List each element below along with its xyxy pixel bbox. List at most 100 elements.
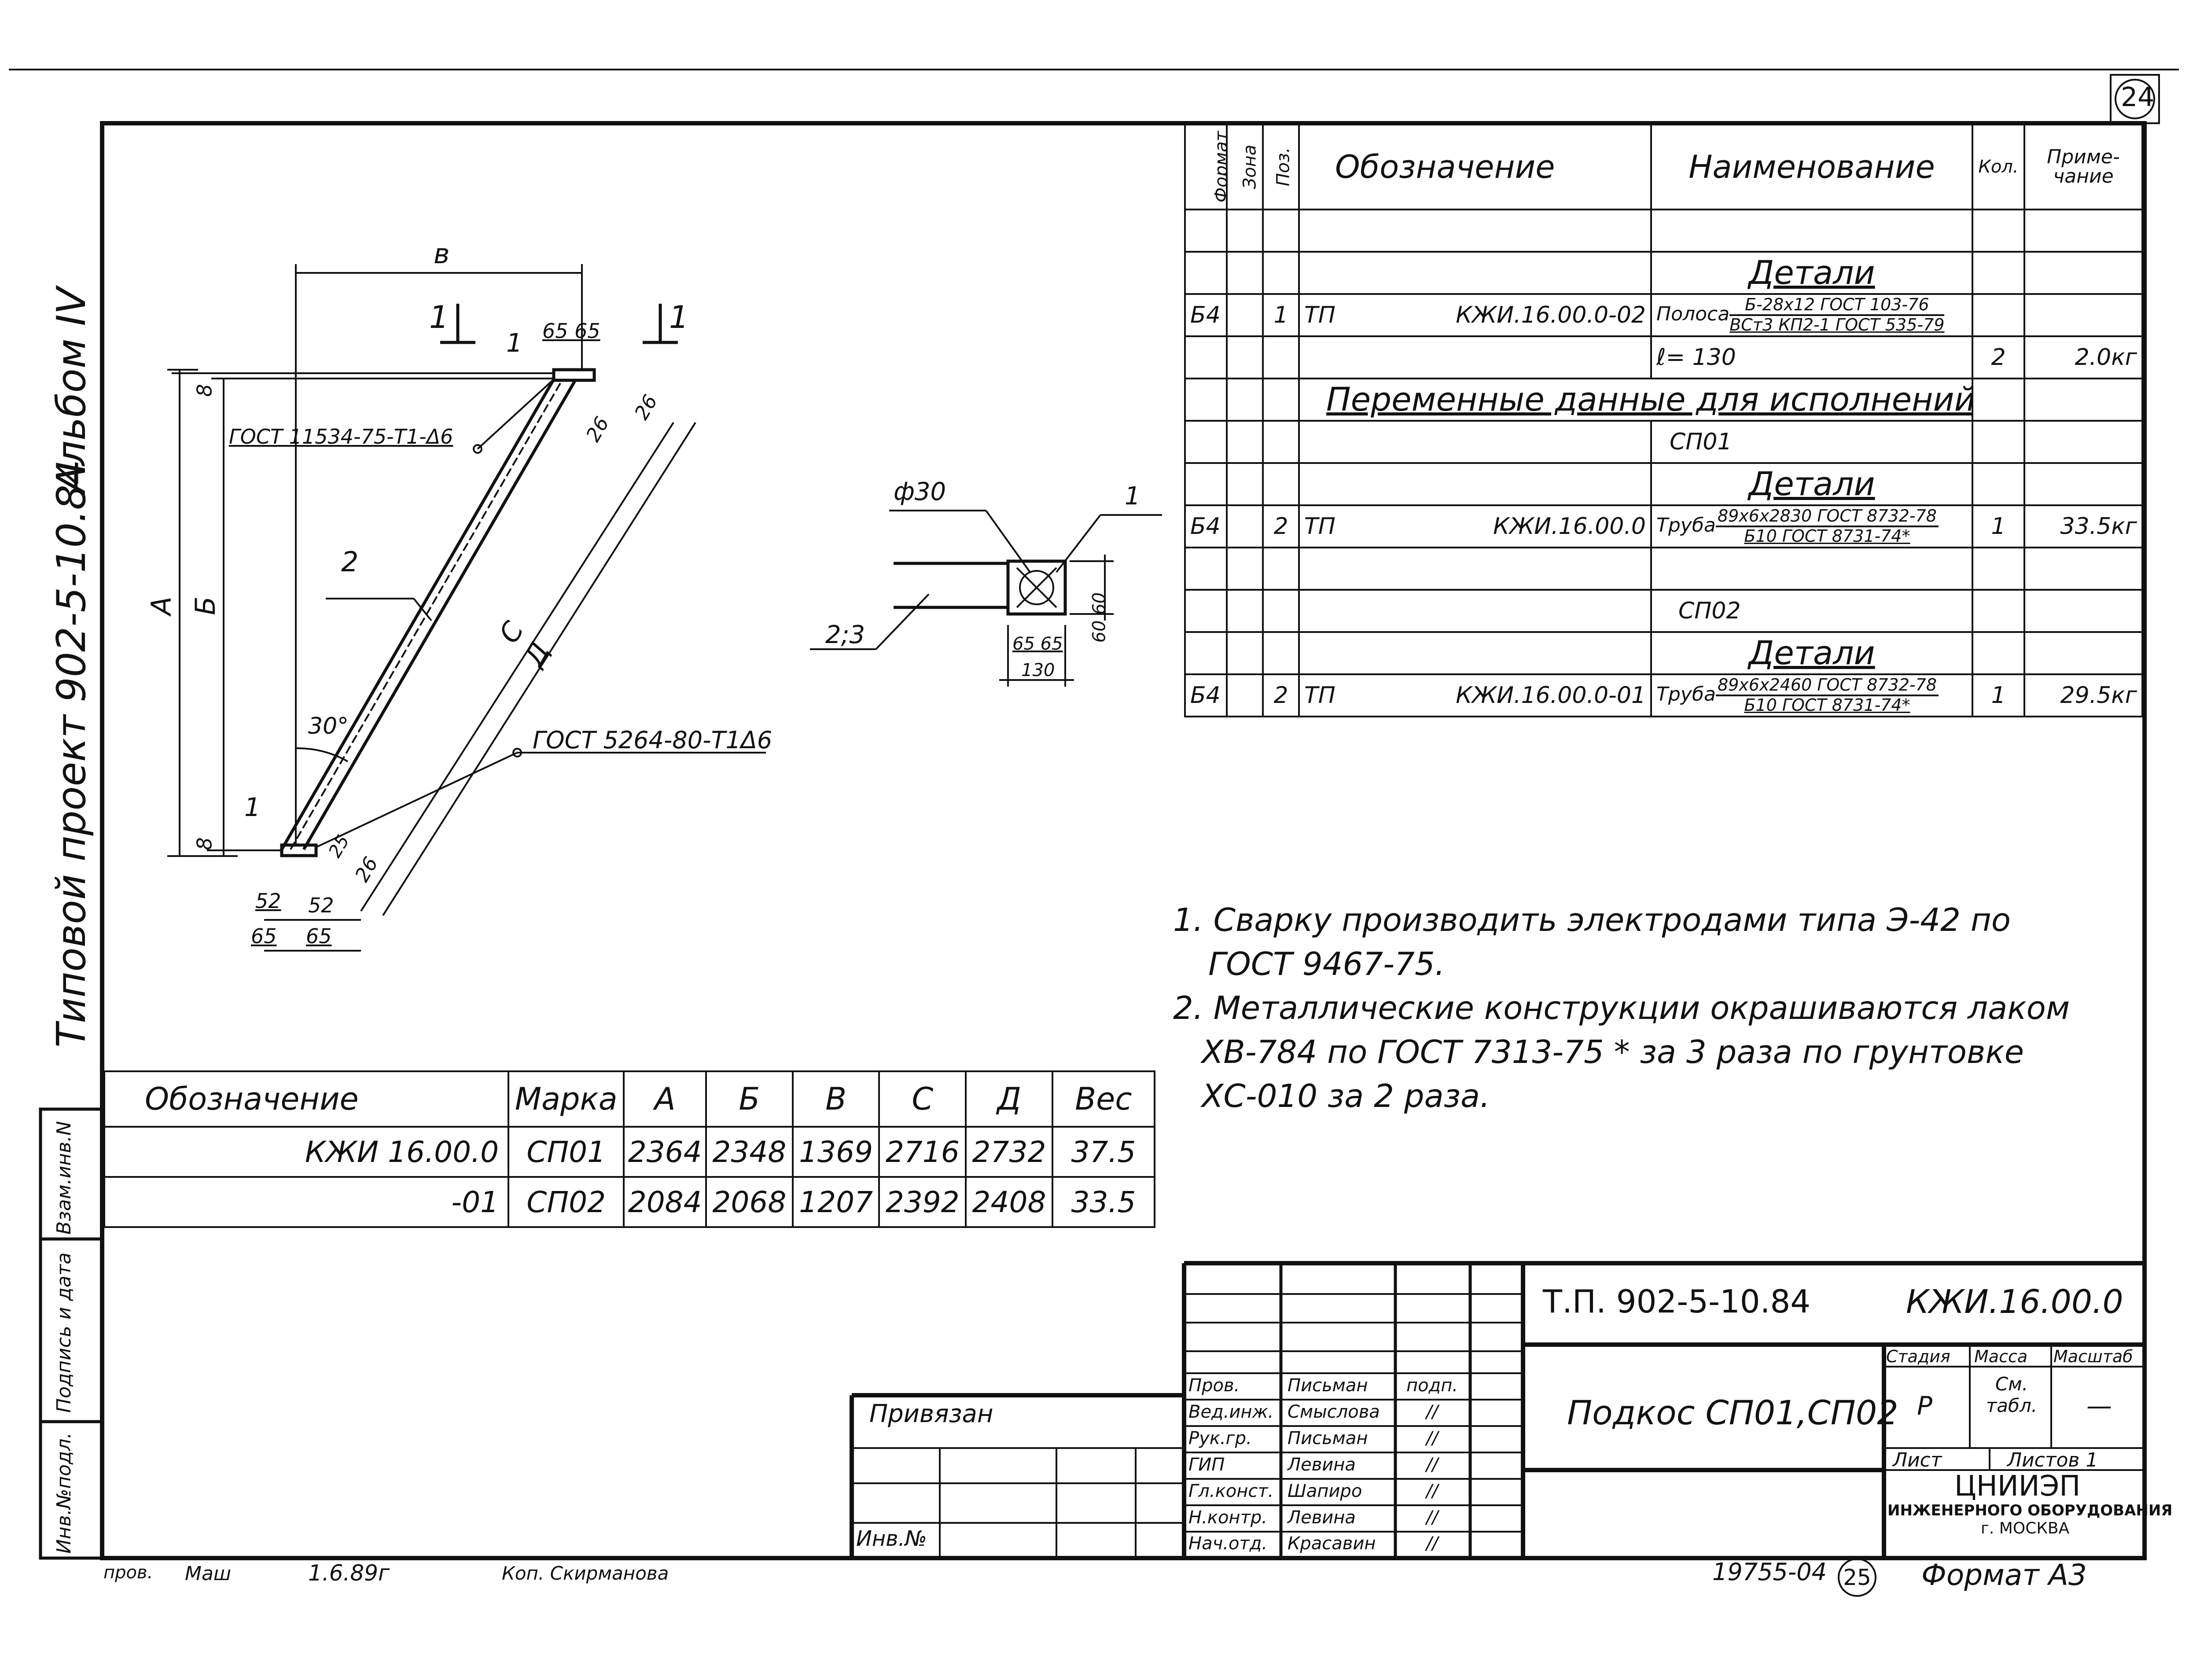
weld-bottom-label: ГОСТ 5264-80-Т1Δ6	[533, 726, 773, 754]
signer-sign-5: //	[1426, 1507, 1438, 1528]
dim-8-bottom: 8	[192, 837, 217, 850]
signer-name-3: Левина	[1288, 1455, 1356, 1475]
sheets-label: Листов 1	[2007, 1449, 2098, 1471]
note-2c: ХС-010 за 2 раза.	[1202, 1077, 1490, 1114]
note-2a: 2. Металлические конструкции окрашиваютс…	[1173, 989, 2070, 1026]
marks-header-b: Б	[705, 1070, 794, 1128]
footer-date: 1.6.89г	[308, 1560, 390, 1586]
signer-sign-6: //	[1426, 1533, 1438, 1554]
section-label-left: 1	[429, 299, 449, 335]
specification-table: Формат Зона Поз. Обозначение Наименовани…	[1184, 123, 2143, 717]
signer-role-2: Рук.гр.	[1188, 1428, 1252, 1448]
dim-65-b: 65	[306, 924, 332, 948]
signer-sign-1: //	[1426, 1402, 1438, 1422]
spec-header-name: Наименование	[1650, 123, 1973, 210]
note-1b: ГОСТ 9467-75.	[1208, 945, 1445, 982]
spec-header-row: Формат Зона Поз. Обозначение Наименовани…	[1184, 123, 2143, 210]
spec-section-sp02: СП02	[1184, 589, 2143, 633]
signer-name-2: Письман	[1288, 1428, 1368, 1448]
footer-archive: 19755-04	[1712, 1558, 1827, 1586]
signer-sign-4: //	[1426, 1481, 1438, 1501]
footer-format: Формат А3	[1921, 1558, 2087, 1592]
pos2-label: 2	[341, 546, 359, 578]
section-label-right: 1	[669, 299, 689, 335]
footer-sign: Маш	[185, 1562, 232, 1585]
dim-52-b: 52	[308, 893, 334, 917]
sheet-number-box	[2110, 74, 2160, 124]
signer-name-4: Шапиро	[1288, 1481, 1362, 1501]
marks-header-c: С	[878, 1070, 967, 1128]
spec-header-note: Приме-чание	[2023, 123, 2143, 210]
drawing-title: Подкос СП01,СП02	[1567, 1393, 1898, 1432]
spec-section-details-3: Детали	[1184, 631, 2143, 675]
sheet-label: Лист	[1893, 1449, 1942, 1471]
marks-header-weight: Вес	[1051, 1070, 1156, 1128]
section-detail	[810, 510, 1162, 687]
dim-52-a: 52	[255, 889, 281, 913]
weld-top-label: ГОСТ 11534-75-Т1-Δ6	[229, 425, 453, 448]
footer-circle-number: 25	[1843, 1565, 1871, 1590]
privyazan-label: Привязан	[869, 1400, 993, 1428]
scale-value: —	[2086, 1391, 2112, 1421]
spec-section-sp01: СП01	[1184, 420, 2143, 464]
signer-role-6: Нач.отд.	[1188, 1533, 1268, 1554]
signer-name-6: Красавин	[1288, 1533, 1376, 1554]
pos1-bottom-label: 1	[244, 792, 261, 822]
sheet-number: 24	[2121, 82, 2155, 113]
strut-drawing	[167, 264, 766, 952]
spec-header-pos: Поз.	[1262, 123, 1300, 210]
detail-pos1-label: 1	[1125, 482, 1140, 511]
sheet-frame	[100, 121, 2147, 1560]
detail-65-65: 65 65	[1012, 634, 1063, 654]
sheet-number-circle	[2115, 79, 2155, 119]
dim-65-65-top: 65 65	[542, 319, 600, 343]
signer-sign-3: //	[1426, 1455, 1438, 1475]
dim-8-top: 8	[192, 384, 217, 397]
signer-name-0: Письман	[1288, 1375, 1368, 1396]
dim-65-a: 65	[251, 924, 277, 948]
signer-role-4: Гл.конст.	[1188, 1481, 1274, 1501]
mass-label: Масса	[1974, 1347, 2028, 1366]
left-stamp-strip	[39, 1107, 104, 1560]
signer-sign-2: //	[1426, 1428, 1438, 1448]
dim-B-label: Б	[189, 596, 221, 615]
spec-section-variable: Переменные данные для исполнений	[1184, 378, 2143, 422]
angle-label: 30°	[308, 713, 349, 739]
signer-role-0: Пров.	[1188, 1375, 1240, 1396]
dim-A-label: А	[145, 596, 177, 615]
detail-60-60: 60 60	[1089, 592, 1110, 643]
mass-value: См. табл.	[1986, 1373, 2038, 1416]
signer-sign-0: подп.	[1406, 1375, 1458, 1396]
project-code: Т.П. 902-5-10.84	[1543, 1283, 1811, 1320]
signer-role-1: Вед.инж.	[1188, 1402, 1274, 1422]
spec-section-details-2: Детали	[1184, 462, 2143, 506]
spec-header-format: Формат	[1184, 123, 1228, 210]
marks-header-mark: Марка	[508, 1070, 625, 1128]
marks-header-v: В	[791, 1070, 880, 1128]
detail-130: 130	[1021, 660, 1055, 680]
signer-name-5: Левина	[1288, 1507, 1356, 1528]
scale-label: Масштаб	[2053, 1347, 2133, 1366]
marks-header-row: Обозначение Марка А Б В С Д Вес	[103, 1070, 1156, 1128]
signer-name-1: Смыслова	[1288, 1402, 1380, 1422]
stage-label: Стадия	[1886, 1347, 1950, 1366]
footer-prov: пров.	[103, 1562, 153, 1583]
spec-section-details-1: Детали	[1184, 251, 2143, 295]
spec-header-designation: Обозначение	[1298, 123, 1652, 210]
org-city: г. МОСКВА	[1981, 1519, 2070, 1537]
marks-table: Обозначение Марка А Б В С Д Вес КЖИ 16.0…	[103, 1070, 1156, 1228]
pos1-top-label: 1	[506, 328, 522, 358]
spec-empty-row-2	[1184, 547, 2143, 591]
drawing-code: КЖИ.16.00.0	[1906, 1283, 2123, 1321]
detail-pos23-label: 2;3	[825, 621, 865, 649]
org-subtitle: ИНЖЕНЕРНОГО ОБОРУДОВАНИЯ	[1887, 1502, 2173, 1519]
detail-phi-label: ф30	[894, 478, 946, 506]
stamp-vzam-inv: Взам.инв.N	[53, 1121, 75, 1235]
inv-label: Инв.№	[856, 1526, 927, 1551]
stamp-inv-podl: Инв.№подл.	[53, 1432, 75, 1554]
